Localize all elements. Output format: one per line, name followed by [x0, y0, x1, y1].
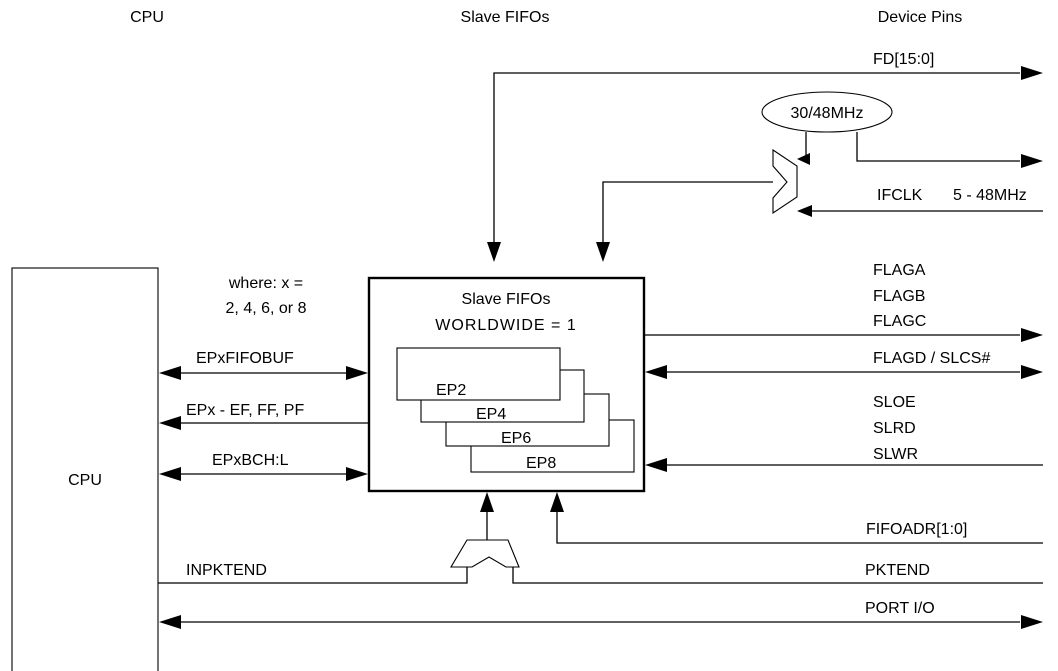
fd-bus: FD[15:0]	[487, 51, 1043, 262]
flagd-arrowhead-left	[645, 365, 667, 379]
fifo-block-title: Slave FIFOs	[462, 291, 551, 308]
flags-out-arrowhead	[1021, 328, 1043, 342]
port-io-bus: PORT I/O	[159, 600, 1043, 629]
where-note-line1: where: x =	[228, 275, 303, 292]
endpoint-ep8-label: EP8	[526, 455, 556, 472]
epxfifobuf-label: EPxFIFOBUF	[196, 350, 294, 367]
epx-flags-label: EPx - EF, FF, PF	[186, 402, 304, 419]
endpoint-stack: EP2 EP4 EP6 EP8	[396, 347, 635, 473]
where-note-line2: 2, 4, 6, or 8	[226, 300, 307, 317]
epxfifobuf-arrowhead-right	[346, 366, 368, 380]
epxfifobuf-arrowhead-left	[159, 366, 181, 380]
fifoadr-arrowhead	[550, 492, 564, 512]
epxfifobuf-signal: EPxFIFOBUF	[159, 350, 368, 380]
slwr-label: SLWR	[873, 446, 918, 463]
ifclk-arrowhead	[797, 205, 812, 217]
epxbch-arrowhead-right	[346, 467, 368, 481]
endpoint-ep2-box	[396, 347, 561, 401]
header-slave-fifos: Slave FIFOs	[461, 9, 550, 26]
fifoadr-label: FIFOADR[1:0]	[866, 521, 967, 538]
oscillator-label: 30/48MHz	[791, 105, 864, 122]
fd-arrowhead-right	[1021, 66, 1043, 80]
pktend-mux-arrowhead	[480, 492, 494, 512]
sloe-label: SLOE	[873, 394, 916, 411]
slrd-label: SLRD	[873, 420, 916, 437]
epx-flags-signal: EPx - EF, FF, PF	[159, 402, 369, 430]
clock-out-arrowhead	[1021, 154, 1043, 168]
ifclk-signal: IFCLK 5 - 48MHz	[797, 187, 1043, 217]
cpu-block	[11, 267, 159, 671]
clock-mux-icon	[772, 148, 798, 215]
strobe-in-arrowhead	[645, 458, 667, 472]
epxbch-signal: EPxBCH:L	[159, 452, 368, 481]
inpktend-label: INPKTEND	[186, 562, 267, 579]
endpoint-ep2-label: EP2	[436, 382, 466, 399]
ifclk-range-label: 5 - 48MHz	[953, 187, 1027, 204]
fd-label: FD[15:0]	[873, 51, 934, 68]
mux-to-fifo-arrowhead	[596, 242, 610, 262]
epx-flags-arrowhead	[159, 416, 181, 430]
flagb-label: FLAGB	[873, 288, 925, 305]
port-io-label: PORT I/O	[865, 600, 935, 617]
port-io-arrowhead-right	[1021, 615, 1043, 629]
fd-arrowhead-down	[487, 242, 501, 262]
oscillator-ellipse	[761, 91, 893, 133]
flagd-label: FLAGD / SLCS#	[873, 350, 990, 367]
flaga-label: FLAGA	[873, 262, 926, 279]
fifo-block-mode: WORLDWIDE = 1	[435, 317, 576, 334]
flagd-arrowhead-right	[1021, 365, 1043, 379]
pktend-mux-icon	[450, 539, 520, 568]
ifclk-label: IFCLK	[877, 187, 923, 204]
endpoint-ep4-label: EP4	[476, 406, 506, 423]
port-io-arrowhead-left	[159, 615, 181, 629]
epxbch-arrowhead-left	[159, 467, 181, 481]
flagc-label: FLAGC	[873, 313, 926, 330]
pktend-label: PKTEND	[865, 562, 930, 579]
header-cpu: CPU	[130, 9, 164, 26]
fifoadr-signal: FIFOADR[1:0]	[550, 492, 1043, 544]
osc-to-mux-arrowhead	[797, 153, 810, 165]
endpoint-ep6-label: EP6	[501, 430, 531, 447]
cpu-block-label: CPU	[68, 472, 102, 489]
header-device-pins: Device Pins	[878, 9, 962, 26]
epxbch-label: EPxBCH:L	[212, 452, 289, 469]
